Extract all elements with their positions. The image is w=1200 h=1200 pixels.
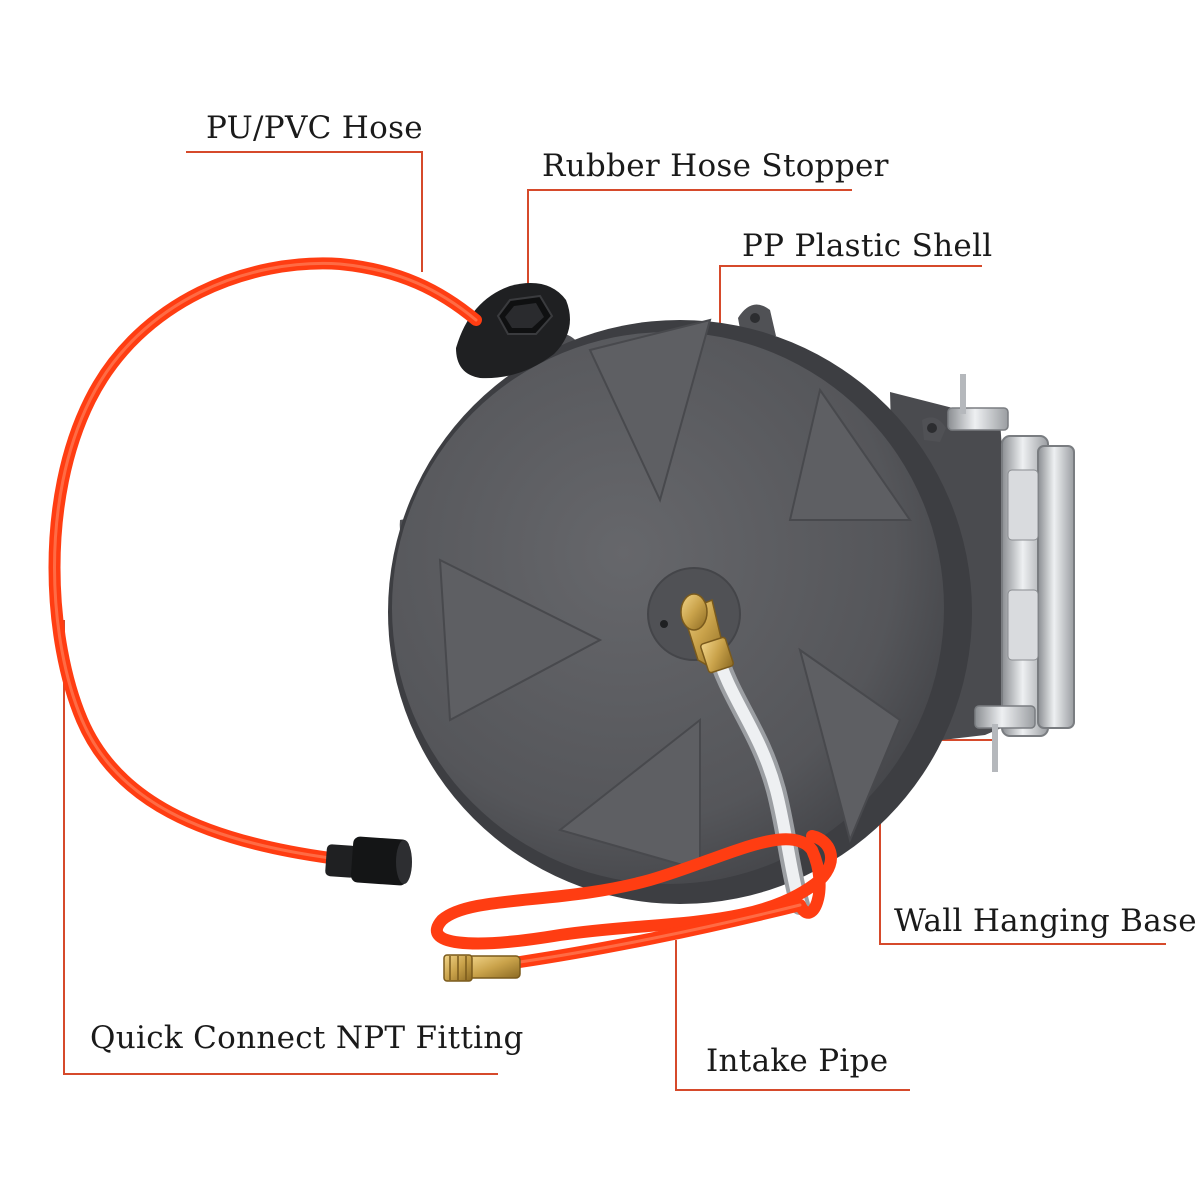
intake-hose-loop bbox=[430, 830, 837, 968]
reel-shell bbox=[388, 304, 972, 904]
rubber-hose-stopper bbox=[456, 283, 570, 379]
pu-pvc-hose bbox=[48, 257, 482, 864]
label-intake-pipe: Intake Pipe bbox=[706, 1043, 889, 1079]
label-quick-connect-npt-fitting: Quick Connect NPT Fitting bbox=[90, 1020, 524, 1056]
label-wall-hanging-base: Wall Hanging Base bbox=[894, 903, 1197, 939]
hose-end-nozzle bbox=[325, 836, 412, 886]
leader-lines bbox=[63, 151, 1166, 1091]
leader-intake-pipe bbox=[675, 940, 910, 1091]
npt-fitting bbox=[443, 954, 521, 982]
leader-rubber-hose-stopper bbox=[527, 189, 852, 290]
intake-pipe bbox=[680, 593, 810, 915]
label-rubber-hose-stopper: Rubber Hose Stopper bbox=[542, 148, 889, 184]
label-pp-plastic-shell: PP Plastic Shell bbox=[742, 228, 993, 264]
label-pu-pvc-hose: PU/PVC Hose bbox=[206, 110, 423, 146]
leader-quick-connect-npt-fitting bbox=[63, 620, 498, 1075]
leader-pu-pvc-hose bbox=[186, 151, 423, 272]
